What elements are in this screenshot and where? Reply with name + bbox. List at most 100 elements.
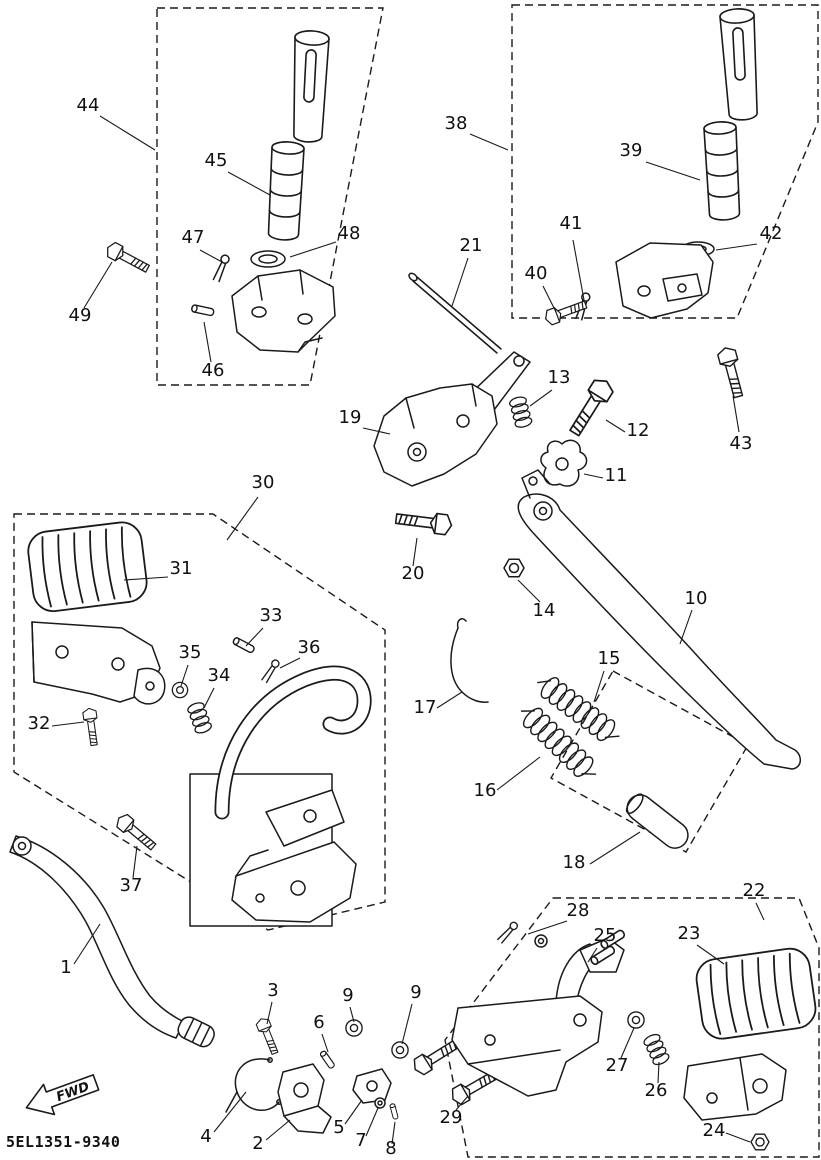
washer-7 [374,1097,386,1109]
callout-9a: 9 [342,985,353,1006]
callout-17: 17 [414,697,437,718]
callout-labels: 44 45 47 48 49 46 38 39 41 40 42 43 21 1… [28,95,783,1159]
callout-27: 27 [606,1055,629,1076]
spring-26 [641,1031,672,1068]
nut-14 [503,558,525,578]
footrest-bracket-30 [31,621,166,705]
callout-14: 14 [533,600,556,621]
side-stand-10 [517,469,801,770]
stand-bracket-19 [373,351,531,487]
footrest-pad-23 [693,945,819,1043]
callout-24: 24 [703,1120,726,1141]
footrest-rubber-45 [266,140,306,242]
callout-44: 44 [77,95,100,116]
shift-linkage-parts [225,1015,502,1134]
callout-16: 16 [474,780,497,801]
lever-tip-rubber [177,1016,215,1048]
bolt-37 [113,811,160,854]
callout-40: 40 [525,263,548,284]
rear-footrest-left-assembly [25,519,372,927]
callout-38: 38 [445,113,468,134]
callout-35: 35 [179,642,202,663]
callout-3: 3 [267,980,278,1001]
group-box-22 [444,897,820,1158]
front-footrest-right-assembly [542,7,761,327]
callout-19: 19 [339,407,362,428]
callout-23: 23 [678,923,701,944]
callout-39: 39 [620,140,643,161]
bolt-43 [715,344,748,400]
callout-30: 30 [252,472,275,493]
callout-29: 29 [440,1107,463,1128]
callout-6: 6 [313,1012,324,1033]
rear-footrest-right-assembly [451,920,819,1151]
bracket-24 [683,1053,787,1121]
bracket-46 [231,269,336,353]
cotter-pin-36 [261,658,281,685]
group-box-44 [156,7,384,386]
group-box-38 [511,4,819,319]
callout-34: 34 [208,665,231,686]
callout-32: 32 [28,713,51,734]
callout-18: 18 [563,852,586,873]
callout-2: 2 [252,1133,263,1154]
callout-12: 12 [627,420,650,441]
callout-20: 20 [402,563,425,584]
bolt-32 [81,706,102,747]
callout-33: 33 [260,605,283,626]
diagram-code: 5EL1351-9340 [6,1133,120,1151]
callout-11: 11 [605,465,628,486]
spring-34 [185,700,214,736]
callout-31: 31 [170,558,193,579]
washer-9b [391,1041,409,1059]
footrest-bar-44 [288,29,331,144]
callout-26: 26 [645,1080,668,1101]
washer-9a [345,1019,363,1037]
leader-lines [51,115,765,1145]
bolt-20 [394,507,454,537]
spring-alignment-box [550,670,749,853]
callout-10: 10 [685,588,708,609]
callout-43: 43 [730,433,753,454]
callout-41: 41 [560,213,583,234]
callout-48: 48 [338,223,361,244]
joint-5 [352,1068,392,1104]
spring-15 [531,669,626,749]
callout-22: 22 [743,880,766,901]
shift-arm-2 [277,1063,332,1134]
callout-49: 49 [69,305,92,326]
callout-45: 45 [205,150,228,171]
footrest-rubber-39 [702,120,742,222]
footrest-bar-38 [718,7,761,122]
callout-13: 13 [548,367,571,388]
callout-37: 37 [120,875,143,896]
cam-plate-11 [540,439,588,487]
callout-15: 15 [598,648,621,669]
callout-21: 21 [460,235,483,256]
callout-4: 4 [200,1126,211,1147]
callout-25: 25 [594,925,617,946]
washer-27 [627,1011,645,1029]
callout-9b: 9 [410,982,421,1003]
bracket-25 [451,928,627,1097]
group-box-30 [13,513,386,931]
fwd-arrow-icon: FWD [25,1074,100,1116]
main-bracket-30 [189,665,372,927]
collar-18 [625,793,689,849]
bolt-12 [564,374,617,440]
washer-28 [534,934,548,948]
cotter-pin-28 [496,920,520,945]
callout-42: 42 [760,223,783,244]
callout-36: 36 [298,637,321,658]
callout-5: 5 [333,1117,344,1138]
rod-21 [408,272,502,354]
bolt-40 [542,296,589,327]
pin-8 [389,1102,399,1121]
washer-35 [171,681,189,699]
callout-1: 1 [60,957,71,978]
circlip-4 [225,1057,282,1113]
front-footrest-left-assembly [103,29,336,353]
callout-46: 46 [202,360,225,381]
spring-13 [507,394,534,430]
